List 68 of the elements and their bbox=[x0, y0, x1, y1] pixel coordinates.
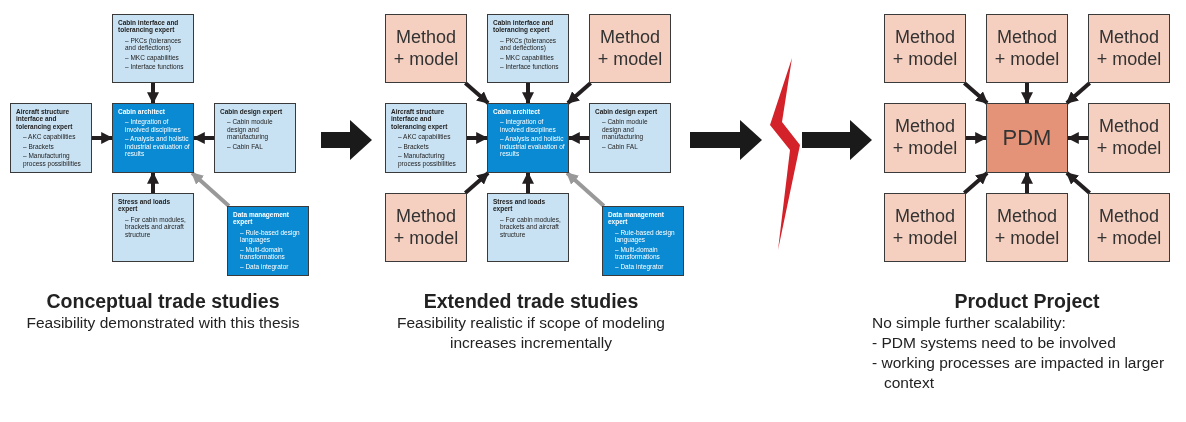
box-label: Method + model bbox=[892, 116, 958, 160]
box-label: PDM bbox=[1002, 125, 1052, 151]
expert-box bbox=[227, 206, 309, 276]
bullet-item: - PDM systems need to be involved bbox=[872, 333, 1117, 354]
stage-heading: Product Project bbox=[953, 290, 1101, 313]
method-box bbox=[986, 193, 1068, 262]
box-label: Method + model bbox=[994, 205, 1060, 250]
arrow bbox=[1021, 83, 1033, 105]
arrow bbox=[190, 171, 231, 208]
expert-box bbox=[487, 193, 569, 262]
box-label: Method + model bbox=[994, 26, 1060, 71]
box-label: Method + model bbox=[1096, 205, 1162, 250]
block-arrow bbox=[802, 120, 872, 160]
block-arrow bbox=[690, 120, 762, 160]
box-label: Method + model bbox=[892, 205, 958, 250]
box-label: Method + model bbox=[1096, 116, 1162, 160]
expert-box bbox=[589, 103, 671, 173]
arrow bbox=[1065, 81, 1091, 105]
expert-box bbox=[112, 193, 194, 262]
method-box bbox=[884, 103, 966, 173]
method-box bbox=[884, 14, 966, 83]
stage-heading: Extended trade studies bbox=[422, 290, 640, 313]
arrow bbox=[192, 132, 214, 144]
box-label: Method + model bbox=[393, 205, 459, 250]
arrow bbox=[522, 83, 534, 105]
pdm-box bbox=[986, 103, 1068, 173]
stage-description: Feasibility demonstrated with this thesis bbox=[25, 313, 301, 333]
arrow bbox=[566, 81, 592, 105]
arrow bbox=[1065, 171, 1091, 195]
method-box bbox=[1088, 193, 1170, 262]
method-box bbox=[385, 193, 467, 262]
method-box bbox=[385, 14, 467, 83]
method-box bbox=[986, 14, 1068, 83]
arrow bbox=[147, 83, 159, 105]
method-box bbox=[1088, 14, 1170, 83]
arrow bbox=[565, 171, 606, 208]
box-label: Method + model bbox=[1096, 26, 1162, 71]
method-box bbox=[589, 14, 671, 83]
method-box bbox=[884, 193, 966, 262]
stage-description: Feasibility realistic if scope of modeling increases incrementally bbox=[396, 313, 666, 354]
expert-box bbox=[214, 103, 296, 173]
arrow bbox=[1066, 132, 1088, 144]
block-arrow bbox=[321, 120, 372, 160]
arrow bbox=[464, 171, 490, 195]
expert-box bbox=[10, 103, 92, 173]
arrow bbox=[567, 132, 589, 144]
arrow bbox=[966, 132, 988, 144]
box-label: Method + model bbox=[597, 26, 663, 71]
method-box bbox=[1088, 103, 1170, 173]
stage-description: No simple further scalability: bbox=[872, 313, 1067, 333]
box-label: Method + model bbox=[393, 26, 459, 71]
box-label: Method + model bbox=[892, 26, 958, 71]
arrow bbox=[147, 171, 159, 193]
arrow bbox=[92, 132, 114, 144]
arrow bbox=[464, 81, 490, 105]
bullet-item: - working processes are impacted in larger context bbox=[872, 353, 1166, 394]
arrow bbox=[522, 171, 534, 193]
arrow bbox=[1021, 171, 1033, 193]
expert-box bbox=[112, 14, 194, 83]
expert-box bbox=[487, 14, 569, 83]
arrow bbox=[963, 171, 989, 195]
stage-heading: Conceptual trade studies bbox=[45, 290, 281, 313]
arrow bbox=[963, 81, 989, 105]
arrow bbox=[467, 132, 489, 144]
expert-box bbox=[602, 206, 684, 276]
expert-box bbox=[385, 103, 467, 173]
expert-box bbox=[112, 103, 194, 173]
expert-box bbox=[487, 103, 569, 173]
